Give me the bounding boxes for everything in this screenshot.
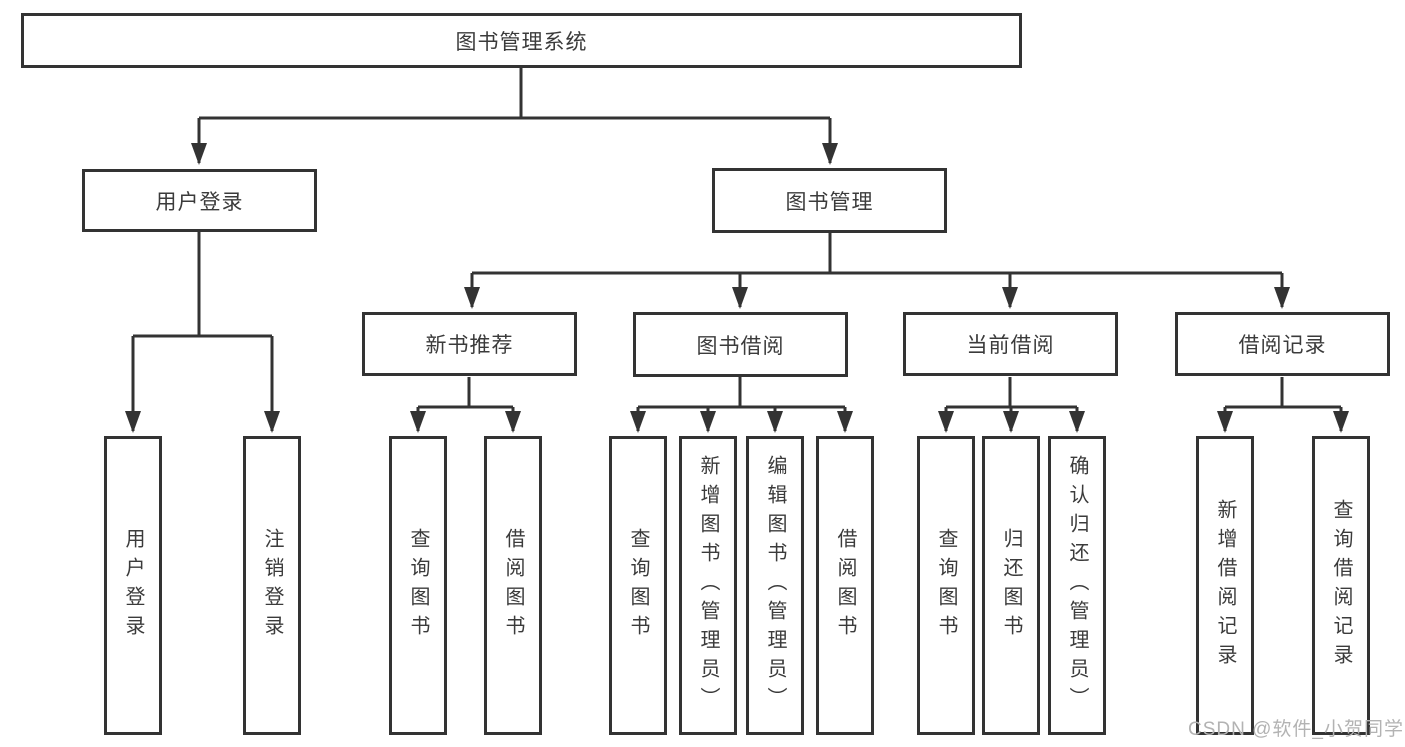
- node-login: 用户登录: [104, 436, 162, 735]
- node-current-borrowing: 当前借阅: [903, 312, 1118, 376]
- node-user-login: 用户登录: [82, 169, 317, 232]
- node-borrowing-search-books: 查询图书: [609, 436, 667, 735]
- node-current-confirm-return-admin: 确认归还（管理员）: [1048, 436, 1106, 735]
- node-current-search-books: 查询图书: [917, 436, 975, 735]
- node-library-system: 图书管理系统: [21, 13, 1022, 68]
- node-book-borrowing: 图书借阅: [633, 312, 848, 377]
- node-borrowing-add-books-admin: 新增图书（管理员）: [679, 436, 737, 735]
- node-current-return-books: 归还图书: [982, 436, 1040, 735]
- node-logout: 注销登录: [243, 436, 301, 735]
- node-book-management: 图书管理: [712, 168, 947, 233]
- node-borrowing-borrow-books: 借阅图书: [816, 436, 874, 735]
- csdn-watermark: CSDN @软件_小贺同学: [1188, 719, 1404, 740]
- node-records-search-record: 查询借阅记录: [1312, 436, 1370, 735]
- node-records-add-record: 新增借阅记录: [1196, 436, 1254, 735]
- node-borrowing-records: 借阅记录: [1175, 312, 1390, 376]
- node-new-book-recommendation: 新书推荐: [362, 312, 577, 376]
- node-borrowing-edit-books-admin: 编辑图书（管理员）: [746, 436, 804, 735]
- node-recommend-search-books: 查询图书: [389, 436, 447, 735]
- node-recommend-borrow-books: 借阅图书: [484, 436, 542, 735]
